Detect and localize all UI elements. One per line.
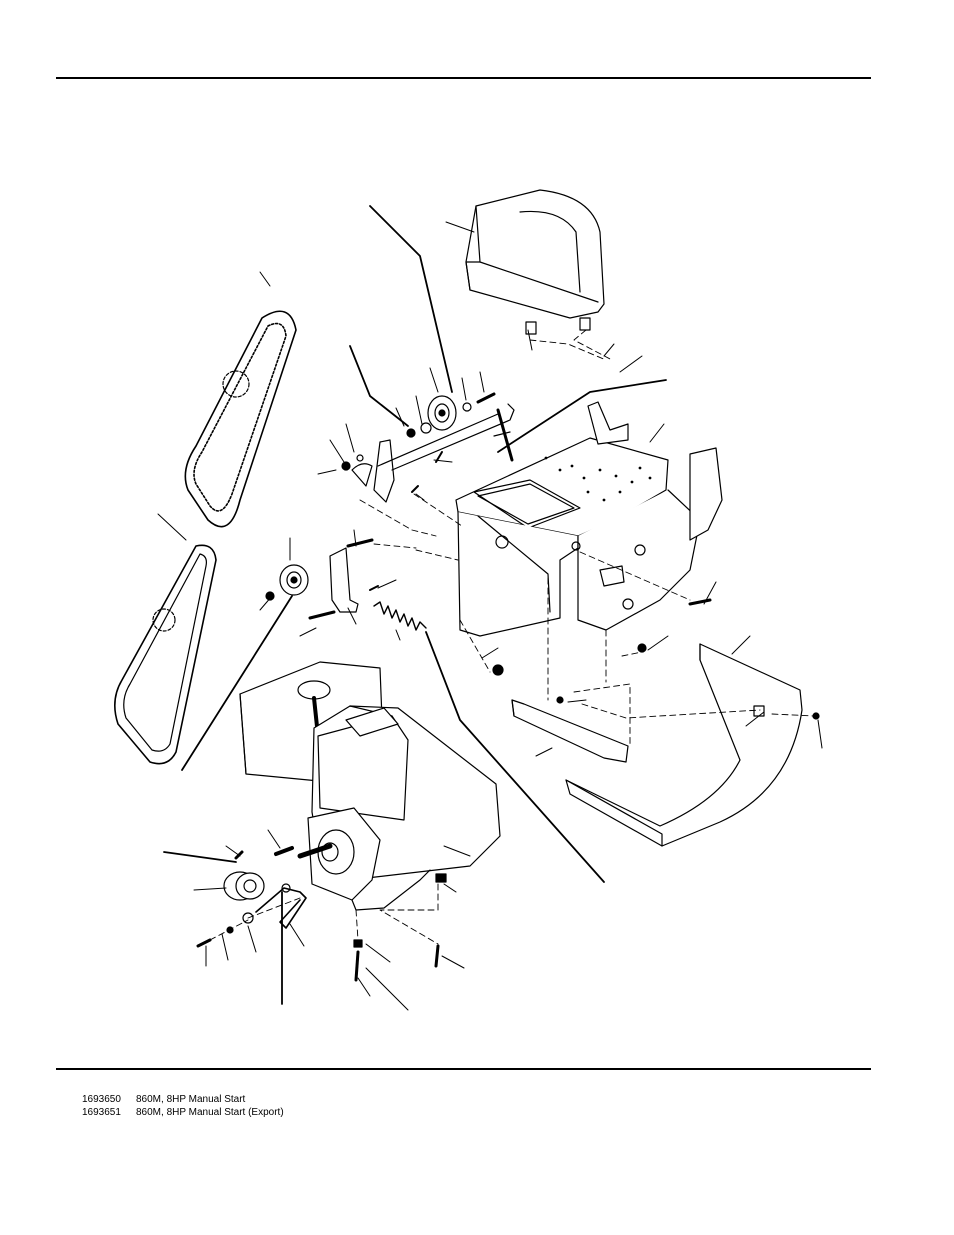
callout-leaders [157,205,823,1011]
engine-bolts [353,939,440,982]
model-row: 1693650 860M, 8HP Manual Start [82,1093,284,1106]
model-row: 1693651 860M, 8HP Manual Start (Export) [82,1106,284,1119]
pulley-engine [196,850,307,948]
key [274,846,294,856]
pulley-idler-mid [265,564,309,601]
model-number: 1693650 [82,1094,121,1105]
frame [455,401,723,676]
assembly-lines [209,329,815,945]
pulley-idler-top [341,392,515,503]
bracket [308,538,379,620]
model-number: 1693651 [82,1107,121,1118]
bottom-cover [565,598,820,847]
bar [511,696,629,763]
spring [373,601,427,631]
model-description: 860M, 8HP Manual Start (Export) [136,1107,284,1118]
model-list: 1693650 860M, 8HP Manual Start 1693651 8… [82,1093,284,1119]
model-description: 860M, 8HP Manual Start [136,1094,246,1105]
engine [239,661,501,911]
belt-top [184,310,297,528]
belt-cover [465,189,605,335]
footer-rule [56,1068,871,1070]
belt-bottom [114,544,217,765]
header-rule [56,77,871,79]
